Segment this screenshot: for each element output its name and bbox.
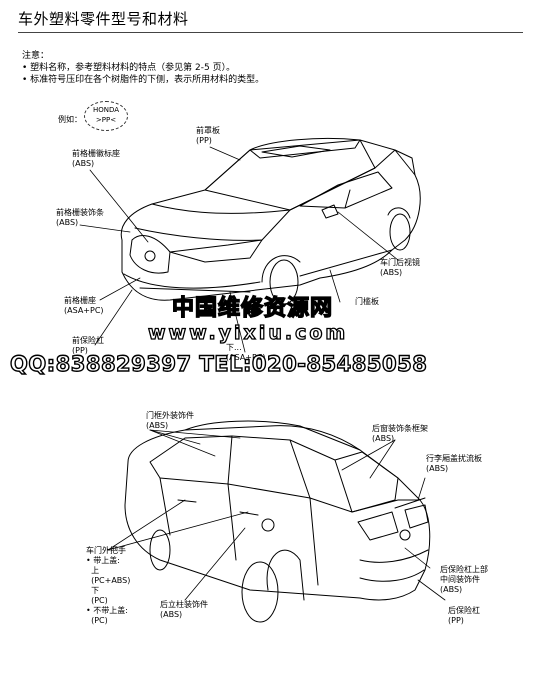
label-door-handle: 车门外把手 • 带上盖: 上 (PC+ABS) 下 (PC) • 不带上盖: (…	[86, 546, 131, 625]
label-lower-trim: 下... (ASA+PC)	[226, 343, 266, 362]
material-mark-code: >PP<	[95, 116, 117, 124]
label-grille-base: 前格栅座 (ASA+PC)	[64, 296, 104, 315]
material-mark-example: HONDA >PP<	[84, 101, 128, 131]
label-door-frame-trim: 门框外装饰件 (ABS)	[146, 411, 194, 430]
label-side-sill: 门槛板	[355, 297, 379, 306]
material-mark-brand: HONDA	[92, 106, 120, 114]
label-rear-window-frame: 后窗装饰条框架 (ABS)	[372, 424, 428, 443]
label-rear-bumper: 后保险杠 (PP)	[448, 606, 480, 625]
note-line-1: • 塑料名称，参考塑料材料的特点（参见第 2-5 页）。	[22, 63, 236, 73]
label-hood: 前罩板 (PP)	[196, 126, 220, 145]
watermark-url: www.yixiu.com	[147, 321, 349, 344]
label-grille-molding: 前格栅装饰条 (ABS)	[56, 208, 104, 227]
front-car-drawing	[120, 137, 421, 305]
label-rear-bumper-upper: 后保险杠上部 中间装饰件 (ABS)	[440, 565, 488, 594]
front-leader-lines	[79, 146, 399, 353]
rear-leader-lines	[107, 429, 446, 601]
rear-car-drawing	[124, 420, 431, 623]
note-heading: 注意：	[22, 51, 50, 61]
watermark-site-name: 中国维修资源网	[171, 295, 334, 321]
label-rear-pillar-trim: 后立柱装饰件 (ABS)	[160, 600, 208, 619]
label-grille-emblem-base: 前格栅徽标座 (ABS)	[72, 149, 120, 168]
label-door-mirror: 车门后视镜 (ABS)	[380, 258, 420, 277]
note-line-2: • 标准符号压印在各个树脂件的下侧，表示所用材料的类型。	[22, 75, 265, 85]
label-front-bumper: 前保险杠 (PP)	[72, 336, 104, 355]
title-divider	[18, 32, 523, 33]
watermark-contact: QQ:838829397 TEL:020-85485058	[9, 351, 428, 376]
label-trunk-spoiler: 行李厢盖扰流板 (ABS)	[426, 454, 482, 473]
example-label: 例如：	[58, 115, 82, 124]
page-title: 车外塑料零件型号和材料	[18, 10, 189, 28]
